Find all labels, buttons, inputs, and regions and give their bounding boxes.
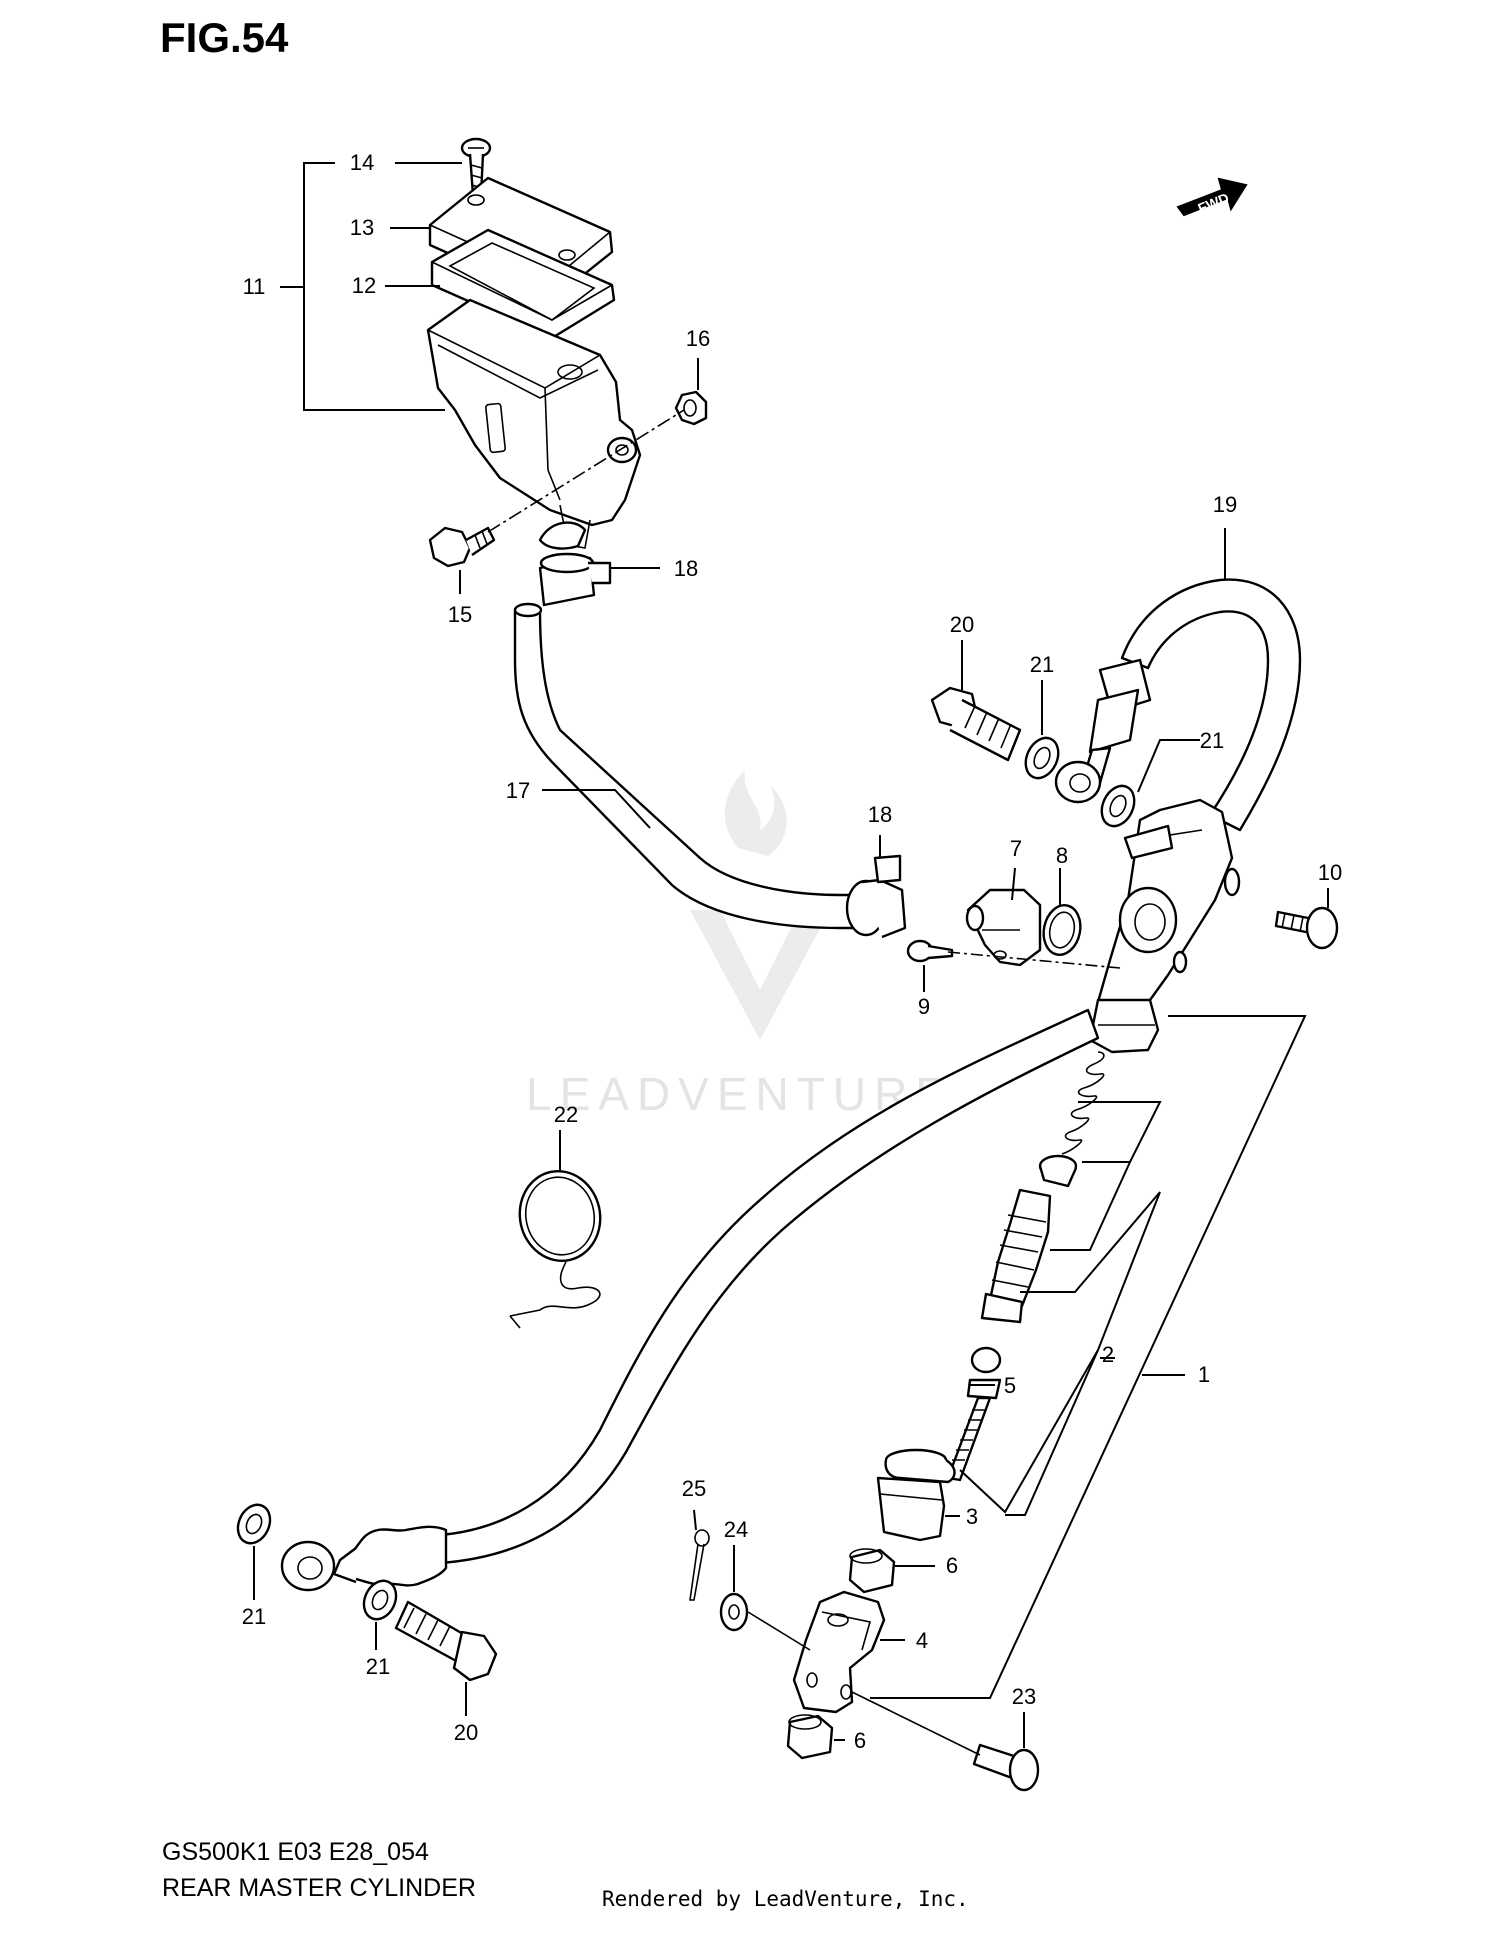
callout-24: 24: [724, 1517, 748, 1542]
part-19-brake-hose-upper: [1054, 578, 1302, 832]
callout-16: 16: [686, 326, 710, 351]
part-15-bolt: [428, 526, 496, 568]
part-6-nut-lower: [786, 1714, 834, 1760]
callout-21-upper-b: 21: [1200, 728, 1224, 753]
part-23-clevis-pin: [972, 1743, 1040, 1792]
part-21-washer-upper-a: [1024, 736, 1060, 780]
part-16-nut: [674, 390, 708, 426]
part-9-screw: [906, 939, 954, 963]
callout-19: 19: [1213, 492, 1237, 517]
part-brake-hose-lower: [280, 1008, 1100, 1592]
callout-13: 13: [350, 215, 374, 240]
part-6-nut-upper: [848, 1548, 896, 1594]
callouts: 14 13 11 12 16 15 18 17 18 7 8 9 10 19 2…: [242, 150, 1342, 1753]
leader-24-4: [747, 1611, 811, 1651]
callout-20-lower: 20: [454, 1720, 478, 1745]
part-11-reservoir: [426, 298, 642, 549]
callout-21-upper-a: 21: [1030, 652, 1054, 677]
part-25-cotter-pin: [689, 1529, 710, 1601]
leader-lines: [253, 162, 1329, 1748]
part-4-clevis: [792, 1590, 886, 1714]
callout-18-lower: 18: [868, 802, 892, 827]
part-18-clamp-lower: [845, 854, 907, 939]
render-credit: Rendered by LeadVenture, Inc.: [602, 1887, 969, 1911]
callout-7: 7: [1010, 836, 1022, 861]
watermark-v-icon: [690, 910, 830, 1040]
watermark-text: LEADVENTURE: [526, 1068, 954, 1120]
part-21-washer-upper-b: [1100, 784, 1136, 828]
part-7-fitting: [965, 888, 1042, 967]
diagram-title: REAR MASTER CYLINDER: [162, 1874, 476, 1902]
callout-12: 12: [352, 273, 376, 298]
part-10-bolt: [1274, 906, 1339, 950]
callout-17: 17: [506, 778, 530, 803]
part-2-piston-kit: [980, 1051, 1105, 1324]
callout-10: 10: [1318, 860, 1342, 885]
callout-23: 23: [1012, 1684, 1036, 1709]
callout-5: 5: [1004, 1373, 1016, 1398]
callout-22: 22: [554, 1102, 578, 1127]
callout-25: 25: [682, 1476, 706, 1501]
callout-11: 11: [243, 274, 266, 299]
part-22-hose-clip: [509, 1170, 602, 1329]
watermark-flame-icon: [724, 770, 787, 856]
part-3-boot: [876, 1448, 956, 1542]
fwd-arrow-icon: FWD: [1176, 177, 1248, 217]
callout-15: 15: [448, 602, 472, 627]
part-8-o-ring: [1042, 904, 1082, 956]
callout-8: 8: [1056, 843, 1068, 868]
callout-6-upper: 6: [946, 1553, 958, 1578]
part-20-banjo-bolt-lower: [394, 1600, 498, 1682]
leader-4-23: [851, 1691, 981, 1756]
model-code: GS500K1 E03 E28_054: [162, 1838, 429, 1866]
fwd-label: FWD: [1196, 190, 1232, 217]
callout-18-upper: 18: [674, 556, 698, 581]
callout-1: 1: [1198, 1362, 1210, 1387]
part-5-push-rod: [946, 1346, 1002, 1482]
part-21-washer-lower-b: [362, 1579, 398, 1621]
part-24-washer: [719, 1592, 749, 1632]
callout-21-lower-a: 21: [242, 1604, 266, 1629]
watermark: LEADVENTURE: [526, 770, 954, 1120]
callout-9: 9: [918, 994, 930, 1019]
alignment-line-9: [947, 951, 1121, 969]
part-18-clamp-upper: [538, 552, 612, 607]
figure-label: FIG.54: [160, 14, 289, 61]
part-21-washer-lower-a: [236, 1503, 272, 1545]
part-1-master-cylinder: [1088, 798, 1241, 1054]
callout-2: 2: [1102, 1342, 1114, 1367]
callout-21-lower-b: 21: [366, 1654, 390, 1679]
part-17-reservoir-hose: [513, 521, 862, 930]
callout-20-upper: 20: [950, 612, 974, 637]
reservoir-assembly: [426, 137, 708, 568]
callout-4: 4: [916, 1628, 928, 1653]
callout-14: 14: [350, 150, 374, 175]
callout-6-lower: 6: [854, 1728, 866, 1753]
callout-3: 3: [966, 1504, 978, 1529]
part-20-banjo-bolt-upper: [930, 686, 1022, 762]
